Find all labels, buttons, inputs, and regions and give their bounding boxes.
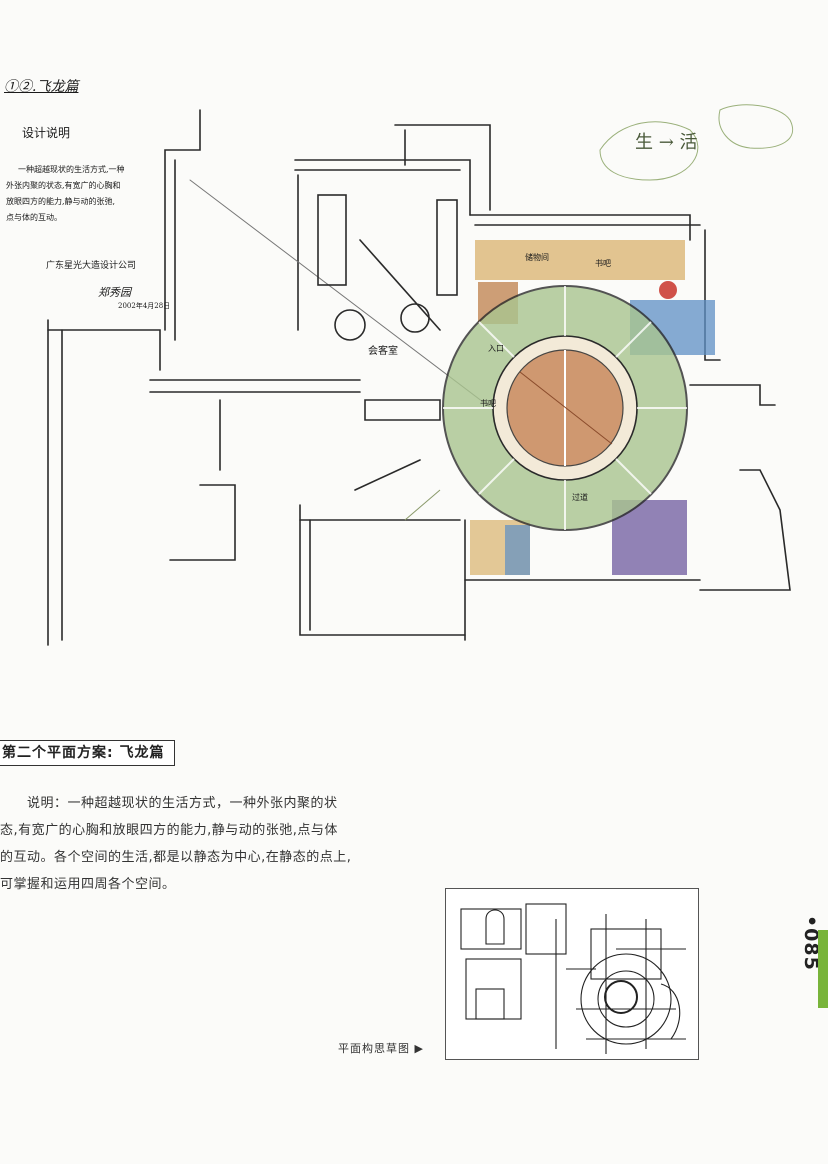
room-label-storage: 储物间 <box>525 253 549 262</box>
room-label-bar: 书吧 <box>480 399 496 408</box>
room-label-living: 会客室 <box>368 346 398 357</box>
sketch-note-line-3: 放眼四方的能力,静与动的张弛, <box>6 197 116 206</box>
room-label-corridor: 过道 <box>572 493 588 502</box>
sketch-note-line-1: 一种超越现状的生活方式,一种 <box>18 165 125 174</box>
description-line-1: 说明：一种超越现状的生活方式，一种外张内聚的状 <box>27 796 338 811</box>
section-title: 第二个平面方案: 飞龙篇 <box>0 740 176 766</box>
page-number: •085 <box>800 915 822 971</box>
room-label-entry: 入口 <box>488 344 504 353</box>
sketch-note-line-2: 外张内聚的状态,有宽广的心胸和 <box>6 181 121 190</box>
description-line-2: 态,有宽广的心胸和放眼四方的能力,静与动的张弛,点与体 <box>0 823 338 838</box>
room-label-study: 书吧 <box>595 259 611 268</box>
sketch-signature: 郑秀园 <box>98 286 131 299</box>
floor-plan-sketch <box>47 104 793 646</box>
sketch-author: 广东星光大造设计公司 <box>46 261 137 271</box>
sketch-corner-note: 生 → 活 <box>635 132 698 153</box>
sketch-date: 2002年4月28日 <box>118 302 171 310</box>
thumbnail-caption: 平面构思草图 ▶ <box>338 1042 424 1055</box>
sketch-notes-title: 设计说明 <box>22 126 71 140</box>
description-line-4: 可掌握和运用四周各个空间。 <box>0 877 176 892</box>
concept-sketch-drawing <box>460 903 686 1054</box>
description-line-3: 的互动。各个空间的生活,都是以静态为中心,在静态的点上, <box>0 850 352 865</box>
sketch-note-line-4: 点与体的互动。 <box>6 213 62 222</box>
sketch-heading: ①②.飞龙篇 <box>4 79 79 95</box>
section-description: 说明：一种超越现状的生活方式，一种外张内聚的状 态,有宽广的心胸和放眼四方的能力… <box>0 790 388 898</box>
page-accent-tab <box>818 930 828 1008</box>
concept-sketch-thumbnail <box>445 888 699 1060</box>
